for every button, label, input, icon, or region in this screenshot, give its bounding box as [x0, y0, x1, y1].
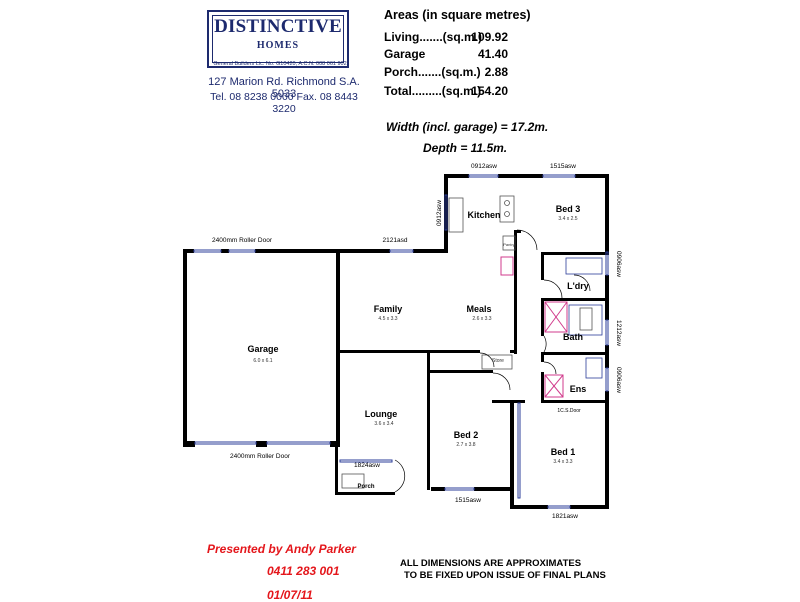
size-bed1: 3.4 x 3.3 — [553, 459, 572, 465]
disclaimer-line-2: TO BE FIXED UPON ISSUE OF FINAL PLANS — [404, 570, 606, 581]
room-ldry: L'dry — [567, 281, 589, 291]
area-label-total: Total.........(sq.m.) — [384, 84, 482, 98]
windows — [193, 174, 609, 509]
area-label-living: Living.......(sq.m.) — [384, 30, 483, 44]
label-0912-top: 0912asw — [471, 163, 497, 170]
width-note: Width (incl. garage) = 17.2m. — [386, 120, 549, 134]
room-pantry: Pantry — [503, 242, 515, 247]
room-bed3: Bed 3 — [556, 204, 581, 214]
room-bed2: Bed 2 — [454, 430, 479, 440]
room-meals: Meals — [466, 304, 491, 314]
room-labels: Garage Family Meals Kitchen Bed 3 L'dry … — [247, 204, 588, 457]
area-value-living: 109.92 — [471, 30, 508, 44]
size-bed3: 3.4 x 2.5 — [558, 216, 577, 222]
room-lounge: Lounge — [365, 409, 398, 419]
room-family: Family — [374, 304, 403, 314]
label-0912-left: 0912asw — [436, 200, 443, 226]
company-logo: DISTINCTIVE HOMES — [207, 10, 349, 68]
label-sliding-door: 1C.S.Door — [557, 408, 581, 414]
label-0906-ldry: 0906asw — [615, 251, 622, 277]
label-2121asd: 2121asd — [383, 237, 408, 244]
label-1212-bath: 1212asw — [615, 320, 622, 346]
size-lounge: 3.6 x 3.4 — [374, 421, 393, 427]
company-phone: Tel. 08 8238 0000 Fax. 08 8443 3220 — [210, 91, 358, 115]
room-kitchen: Kitchen — [467, 210, 500, 220]
room-bath: Bath — [563, 332, 583, 342]
room-ens: Ens — [570, 384, 587, 394]
label-1821: 1821asw — [552, 513, 578, 520]
company-address: 127 Marion Rd. Richmond S.A. 5033 — [208, 76, 360, 100]
label-1515-bottom: 1515asw — [455, 497, 481, 504]
room-store: Store — [492, 358, 504, 364]
disclaimer-line-1: ALL DIMENSIONS ARE APPROXIMATES — [400, 558, 582, 569]
dimension-labels: 2400mm Roller Door 2400mm Roller Door 21… — [212, 163, 622, 520]
logo-subtitle: HOMES — [256, 40, 300, 51]
area-value-garage: 41.40 — [477, 47, 508, 61]
presenter-name: Presented by Andy Parker — [207, 542, 356, 556]
size-garage: 6.0 x 6.1 — [253, 358, 272, 364]
label-roller-door-top: 2400mm Roller Door — [212, 237, 273, 244]
areas-title: Areas (in square metres) — [384, 8, 531, 22]
area-value-total: 154.20 — [471, 84, 508, 98]
presentation-date: 01/07/11 — [267, 588, 313, 602]
room-garage: Garage — [247, 344, 278, 354]
room-bed1: Bed 1 — [551, 447, 576, 457]
room-sizes: 6.0 x 6.1 4.5 x 3.3 2.6 x 3.3 3.4 x 2.5 … — [253, 216, 577, 490]
area-label-porch: Porch.......(sq.m.) — [384, 65, 481, 79]
door-swings — [394, 229, 591, 493]
size-bed2: 2.7 x 3.8 — [456, 442, 475, 448]
size-family: 4.5 x 3.3 — [378, 316, 397, 322]
interior-walls — [338, 230, 609, 490]
depth-note: Depth = 11.5m. — [423, 141, 508, 155]
fixtures — [500, 256, 568, 398]
label-0906-ens: 0906asw — [615, 367, 622, 393]
label-roller-door-bottom: 2400mm Roller Door — [230, 453, 291, 460]
kitchen-fittings — [341, 195, 603, 489]
label-1824: 1824asw — [354, 462, 380, 469]
size-meals: 2.6 x 3.3 — [472, 316, 491, 322]
label-1515-top: 1515asw — [550, 163, 576, 170]
logo-title: DISTINCTIVE — [214, 16, 342, 37]
area-value-porch: 2.88 — [484, 65, 508, 79]
area-label-garage: Garage — [384, 47, 426, 61]
room-porch: Porch — [357, 484, 374, 490]
presenter-mobile: 0411 283 001 — [267, 564, 340, 578]
builder-licence: General Builders Lic. No. G10420, A.C.N.… — [213, 61, 347, 67]
